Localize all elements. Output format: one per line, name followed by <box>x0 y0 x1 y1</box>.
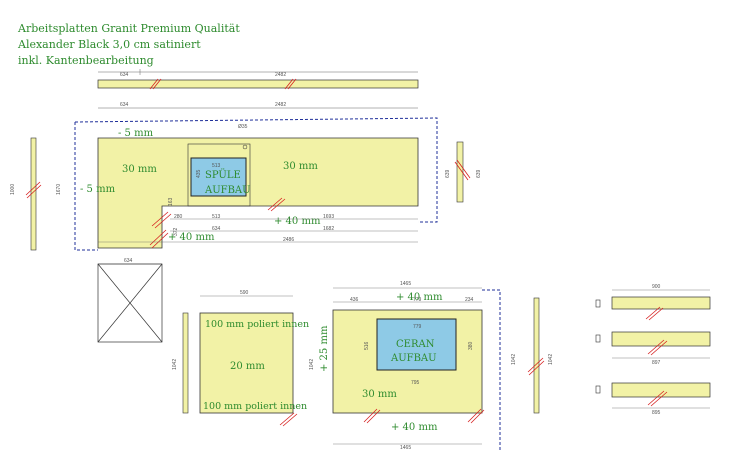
edge-front-label: + 40 mm <box>274 216 321 227</box>
edge-left-label: - 5 mm <box>118 128 154 139</box>
panel-left-width: 590 <box>240 290 249 296</box>
sink-label-1: SPÜLE <box>205 169 241 181</box>
upper-dim-2: 2482 <box>275 102 286 108</box>
side-dim-left-2: 1670 <box>56 184 62 195</box>
strip-1: 900 <box>595 284 711 321</box>
cooktop-label-1: CERAN <box>396 339 435 350</box>
lower-dim-1: 280 <box>174 214 183 220</box>
mid-side-strips: 1042 1042 <box>511 297 554 414</box>
panel-mid-edge-left: + 25 mm <box>319 325 330 372</box>
panel-middle: 1465 436 779 234 + 40 mm 779 CERAN AUFBA… <box>309 281 501 452</box>
panel-mid-dim-3: 234 <box>465 297 474 303</box>
top-strip-slab <box>97 79 419 89</box>
edge-front-left-label: + 40 mm <box>168 232 215 243</box>
header-line-2: Alexander Black 3,0 cm satiniert <box>18 38 201 51</box>
tap-hole-icon <box>242 144 248 150</box>
sink-depth-dim: 435 <box>196 169 202 178</box>
lower-dim-5: 1682 <box>323 226 334 232</box>
header-line-1: Arbeitsplatten Granit Premium Qualität <box>18 22 240 35</box>
panel-mid-edge-bottom: + 40 mm <box>391 422 438 433</box>
panel-mid-height: 1042 <box>309 359 315 370</box>
side-dim-left-1: 1000 <box>10 184 16 195</box>
mid-side-dim-2: 1042 <box>548 354 554 365</box>
panel-mid-bottom-width: 1465 <box>400 445 411 451</box>
strip-1-dim: 900 <box>652 284 661 290</box>
lower-dim-3: 1693 <box>323 214 334 220</box>
cabinet-box <box>97 263 163 343</box>
top-strip-dim-2: 2482 <box>275 72 286 78</box>
panel-mid-dashed <box>482 289 501 452</box>
strip-2: 897 <box>595 331 711 366</box>
side-dim-right-2: 639 <box>476 169 482 178</box>
lower-dim-9: 163 <box>168 197 174 206</box>
cooktop-dim-779: 779 <box>413 324 422 330</box>
panel-mid-thickness: 30 mm <box>362 389 397 400</box>
strip-3-dim: 895 <box>652 410 661 416</box>
cooktop-depth: 516 <box>364 341 370 350</box>
panel-mid-dim-1: 436 <box>350 297 359 303</box>
cooktop-side: 380 <box>468 341 474 350</box>
upper-dim-1: 634 <box>120 102 129 108</box>
side-dim-right-1: 639 <box>445 169 451 178</box>
mid-side-dim-1: 1042 <box>511 354 517 365</box>
panel-left-label-bottom: 100 mm poliert innen <box>203 401 307 412</box>
sink-cutout <box>190 157 247 197</box>
dashed-outline <box>74 117 438 251</box>
lower-dim-2: 513 <box>212 214 221 220</box>
l-countertop-slab <box>97 137 419 249</box>
panel-left-height: 1042 <box>172 359 178 370</box>
header-line-3: inkl. Kantenbearbeitung <box>18 54 154 67</box>
top-strip-dim-1: 634 <box>120 72 129 78</box>
thickness-right-label: 30 mm <box>283 161 318 172</box>
sink-width-dim: 513 <box>212 163 221 169</box>
lower-dim-8: 372 <box>173 227 179 236</box>
panel-left-thickness: 20 mm <box>230 361 265 372</box>
right-side-strip: 639 639 <box>445 141 482 203</box>
sink-label-2: AUFBAU <box>204 185 251 196</box>
panel-left: 590 1042 100 mm poliert innen 20 mm 100 … <box>172 290 309 427</box>
cooktop-inner: 795 <box>411 380 420 386</box>
left-side-strip: 1000 1670 <box>10 137 62 251</box>
cooktop-cutout <box>376 318 457 371</box>
lower-dim-7: 634 <box>124 258 133 264</box>
panel-left-label-top: 100 mm poliert innen <box>205 319 309 330</box>
panel-mid-edge-top: + 40 mm <box>396 292 443 303</box>
top-strip: 634 2482 <box>97 69 419 90</box>
thickness-left-label: 30 mm <box>122 164 157 175</box>
edge-side-label: - 5 mm <box>80 184 116 195</box>
panel-mid-dim-2: 779 <box>413 297 422 303</box>
cooktop-label-2: AUFBAU <box>390 353 437 364</box>
lower-dim-6: 2486 <box>283 237 294 243</box>
strip-2-dim: 897 <box>652 360 661 366</box>
strip-3: 895 <box>595 382 711 416</box>
lower-dim-4: 634 <box>212 226 221 232</box>
tap-hole-dim: Ø35 <box>238 124 248 130</box>
panel-mid-width: 1465 <box>400 281 411 287</box>
